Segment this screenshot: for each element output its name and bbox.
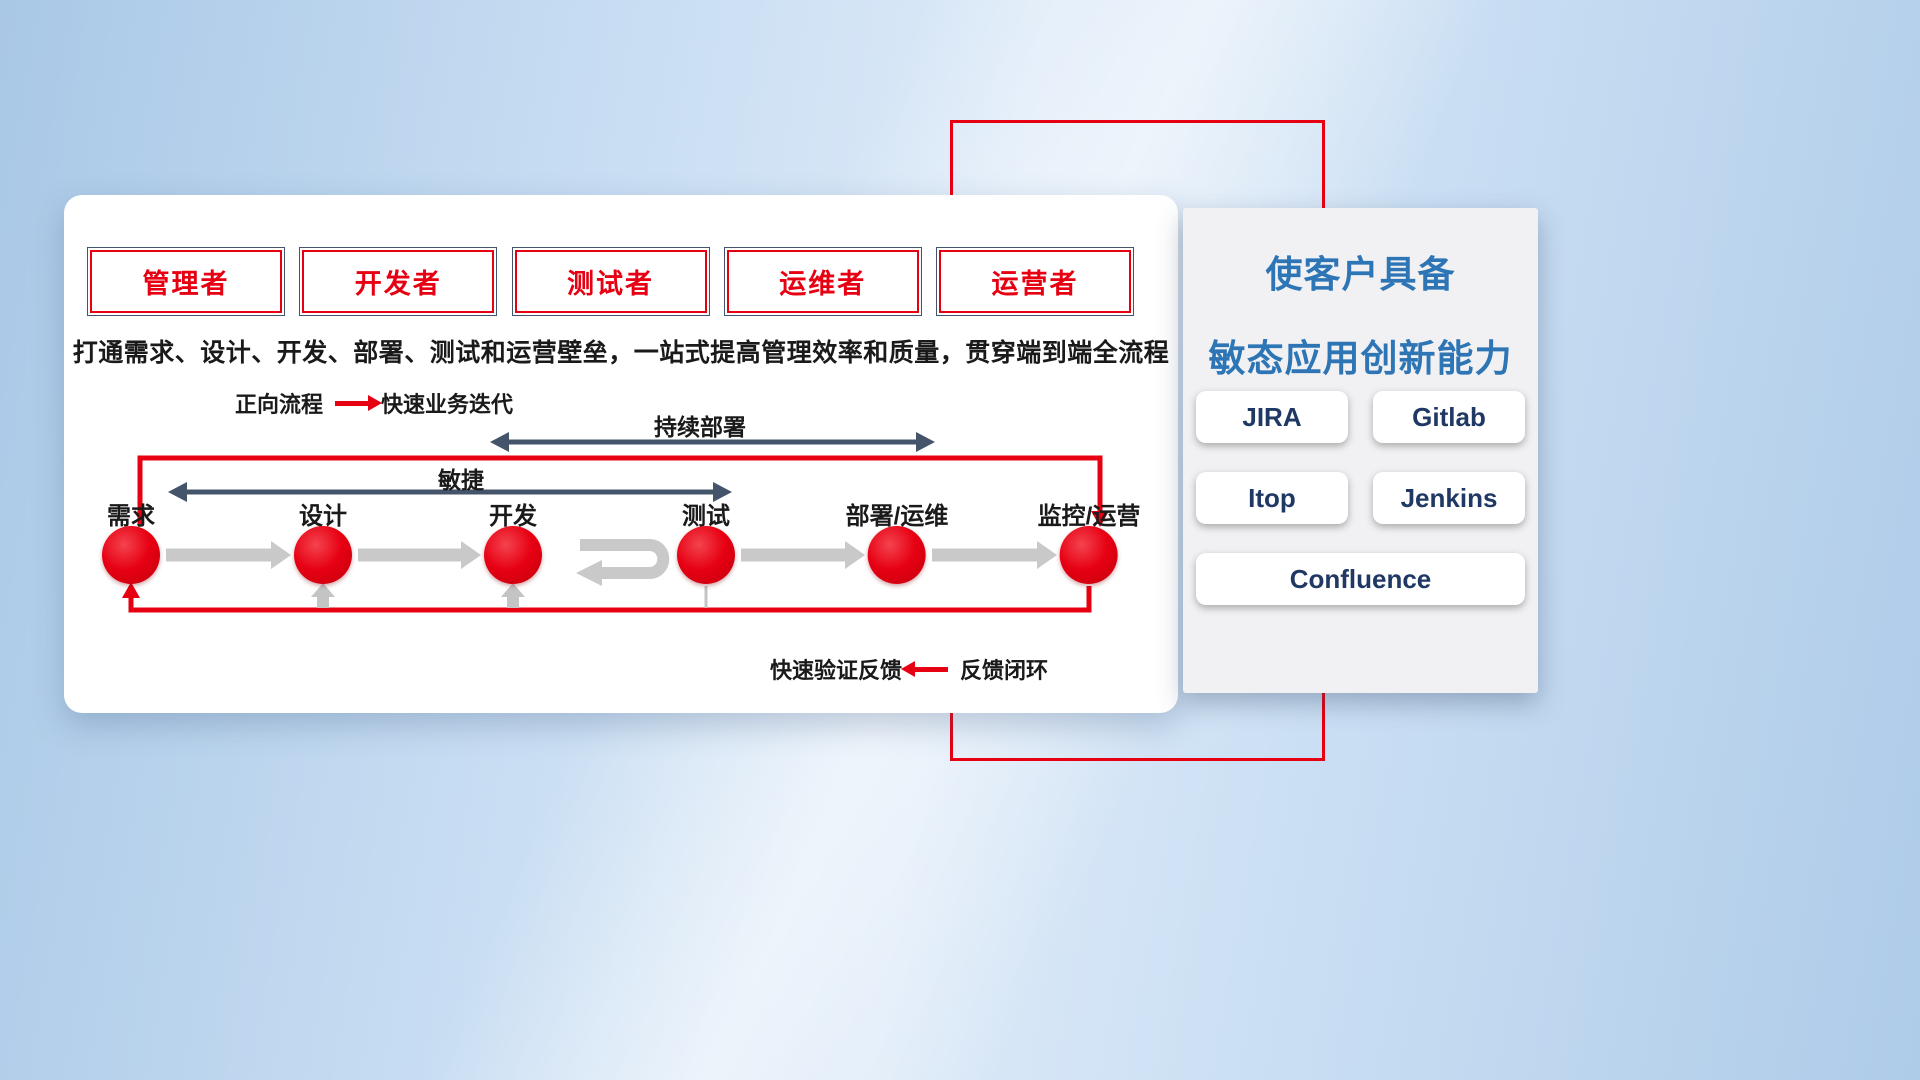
tool-chip-confluence: Confluence xyxy=(1196,553,1525,605)
role-label: 测试者 xyxy=(567,269,654,299)
tool-chip-jira: JIRA xyxy=(1196,391,1348,443)
stage-node-testing: 测试 xyxy=(677,496,735,584)
role-box-ops: 运维者 xyxy=(723,247,922,316)
stage-node-development: 开发 xyxy=(484,496,542,584)
tool-chip-jenkins: Jenkins xyxy=(1373,472,1525,524)
tool-chip-itop: Itop xyxy=(1196,472,1348,524)
feedback-up-arrows xyxy=(311,583,708,608)
panel-title: 使客户具备 敏态应用创新能力 xyxy=(1183,208,1538,382)
legend-feedback-value: 反馈闭环 xyxy=(960,658,1049,683)
role-label: 管理者 xyxy=(142,269,230,299)
span-label-agile: 敏捷 xyxy=(438,467,484,493)
stage-node-monitor-ops: 监控/运营 xyxy=(1037,496,1141,584)
legend-feedback-label: 快速验证反馈 xyxy=(770,658,903,683)
legend-forward-label: 正向流程 xyxy=(235,392,324,417)
role-label: 运营者 xyxy=(991,269,1079,299)
role-label: 运维者 xyxy=(779,269,867,299)
role-box-developer: 开发者 xyxy=(299,247,498,316)
stage-circle-icon xyxy=(294,526,352,584)
role-box-operator: 运营者 xyxy=(936,247,1134,316)
forward-red-loop xyxy=(137,455,1109,527)
tools-grid: JIRA Gitlab Itop Jenkins Confluence xyxy=(1196,391,1525,605)
description-text: 打通需求、设计、开发、部署、测试和运营壁垒，一站式提高管理效率和质量，贯穿端到端… xyxy=(72,339,1170,367)
stage-circle-icon xyxy=(867,526,926,584)
stage-label: 需求 xyxy=(107,503,155,530)
panel-title-line2: 敏态应用创新能力 xyxy=(1208,338,1513,379)
role-label: 开发者 xyxy=(354,269,442,299)
stage-label: 测试 xyxy=(682,503,730,530)
devops-flow-card: 管理者 开发者 测试者 运维者 运营者 打通需求、设计、开发、部署、测试和运营壁… xyxy=(64,195,1178,713)
panel-title-line1: 使客户具备 xyxy=(1265,254,1456,295)
legend-forward: 正向流程 快速业务迭代 xyxy=(235,387,513,419)
capability-panel: 使客户具备 敏态应用创新能力 JIRA Gitlab Itop Jenkins … xyxy=(1183,208,1538,693)
roles-row: 管理者 开发者 测试者 运维者 运营者 xyxy=(87,247,1134,316)
stage-circle-icon xyxy=(102,526,160,584)
iteration-loop-icon xyxy=(576,539,670,586)
stage-node-deploy-ops: 部署/运维 xyxy=(845,496,949,584)
legend-feedback: 快速验证反馈 反馈闭环 xyxy=(770,653,1048,685)
stage-label: 部署/运维 xyxy=(845,503,949,530)
stage-node-design: 设计 xyxy=(294,496,352,584)
stage-circle-icon xyxy=(484,526,542,584)
stage-label: 设计 xyxy=(299,503,347,530)
stage-label: 开发 xyxy=(489,503,537,530)
feedback-red-loop xyxy=(122,582,1092,613)
stage-circle-icon xyxy=(1059,526,1118,584)
stage-label: 监控/运营 xyxy=(1037,503,1141,530)
span-label-continuous-deployment: 持续部署 xyxy=(654,414,746,440)
red-right-arrow-icon xyxy=(335,394,383,411)
role-box-manager: 管理者 xyxy=(87,247,285,316)
role-box-tester: 测试者 xyxy=(511,247,710,316)
stage-circle-icon xyxy=(677,526,735,584)
tool-chip-gitlab: Gitlab xyxy=(1373,391,1525,443)
legend-forward-value: 快速业务迭代 xyxy=(381,392,514,417)
red-left-arrow-icon xyxy=(901,660,949,677)
stage-node-requirements: 需求 xyxy=(102,496,160,584)
